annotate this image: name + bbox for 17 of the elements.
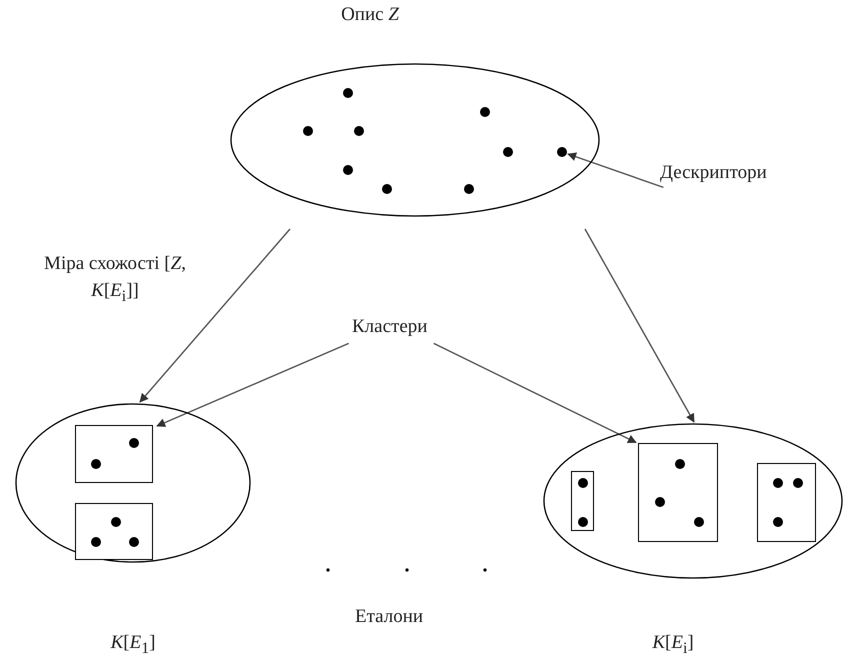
arrow [567, 152, 664, 188]
arrow [584, 228, 695, 423]
cluster-box [75, 503, 153, 560]
text-label: Кластери [352, 316, 428, 339]
point-marker [557, 147, 567, 157]
text-label: Дескриптори [660, 162, 767, 185]
set-heading: K[E$_{i}$] [652, 632, 694, 659]
cluster-box [75, 425, 153, 483]
cluster-box [638, 443, 718, 542]
cluster-box [571, 471, 594, 531]
set-heading: K[E$_{1}$] [110, 632, 156, 659]
set-heading: Опис Z [341, 4, 399, 27]
cluster-box [757, 463, 816, 542]
arrow [156, 342, 349, 427]
text-label: Еталони [355, 606, 424, 629]
arrow [139, 228, 291, 403]
arrow [433, 342, 637, 444]
